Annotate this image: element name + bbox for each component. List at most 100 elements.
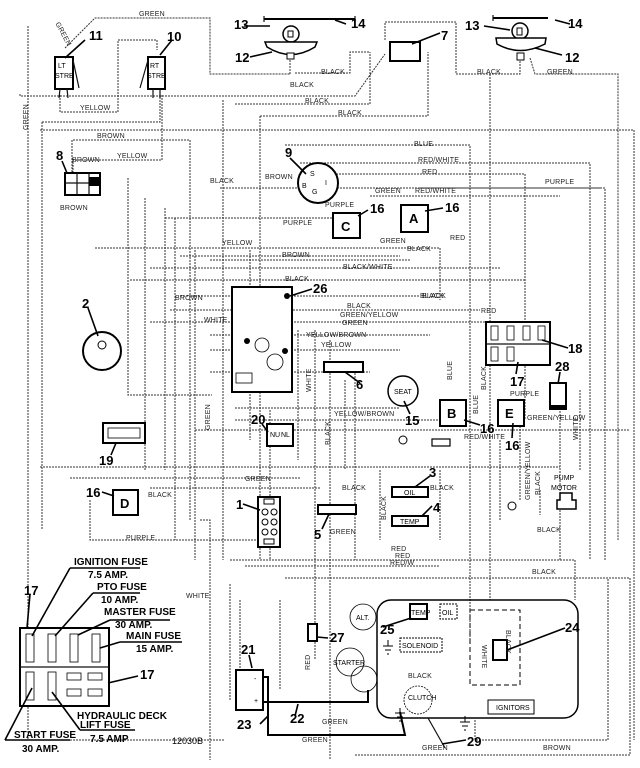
svg-text:17: 17 xyxy=(24,583,38,598)
svg-text:D: D xyxy=(120,496,129,511)
svg-text:BLACK/WHITE: BLACK/WHITE xyxy=(343,264,393,271)
svg-text:BROWN: BROWN xyxy=(72,157,100,164)
svg-text:HYDRAULIC DECK: HYDRAULIC DECK xyxy=(77,711,168,722)
svg-text:RED: RED xyxy=(391,546,406,553)
svg-text:1: 1 xyxy=(236,497,243,512)
pump-motor: PUMP MOTOR xyxy=(551,475,577,510)
ground-symbols xyxy=(383,640,470,731)
svg-text:13: 13 xyxy=(234,17,248,32)
svg-text:G: G xyxy=(312,189,317,196)
svg-text:BLACK: BLACK xyxy=(338,110,362,117)
svg-text:MAIN FUSE: MAIN FUSE xyxy=(126,631,181,642)
svg-text:OIL: OIL xyxy=(442,610,453,617)
svg-text:PUMP: PUMP xyxy=(554,475,575,482)
svg-text:4: 4 xyxy=(433,500,441,515)
svg-text:14: 14 xyxy=(568,16,583,31)
svg-text:YELLOW/BROWN: YELLOW/BROWN xyxy=(306,332,366,339)
svg-text:BLACK: BLACK xyxy=(325,421,332,445)
svg-text:7.5 AMP: 7.5 AMP xyxy=(90,734,129,745)
svg-text:YELLOW: YELLOW xyxy=(80,105,111,112)
svg-text:MOTOR: MOTOR xyxy=(551,485,577,492)
temp-light xyxy=(391,515,429,527)
svg-text:6: 6 xyxy=(356,377,363,392)
ignitors: IGNITORS xyxy=(487,699,535,715)
hour-meter xyxy=(102,422,146,444)
svg-text:STRB: STRB xyxy=(147,73,166,80)
svg-text:3: 3 xyxy=(429,465,436,480)
svg-text:-: - xyxy=(254,676,257,683)
svg-text:PTO FUSE: PTO FUSE xyxy=(97,582,147,593)
battery: - + xyxy=(235,669,264,711)
svg-text:12: 12 xyxy=(235,50,249,65)
svg-text:9: 9 xyxy=(285,145,292,160)
svg-text:GREEN: GREEN xyxy=(205,404,212,430)
wire-harness xyxy=(19,17,635,760)
svg-text:WHITE: WHITE xyxy=(573,416,580,440)
relay-20: NU NL xyxy=(266,423,294,447)
svg-text:ALT.: ALT. xyxy=(356,615,370,622)
svg-text:RED: RED xyxy=(481,308,496,315)
svg-text:BLACK: BLACK xyxy=(342,485,366,492)
svg-text:NU: NU xyxy=(270,432,280,439)
svg-text:SEAT: SEAT xyxy=(394,389,412,396)
svg-text:24: 24 xyxy=(565,620,580,635)
svg-text:S: S xyxy=(310,171,315,178)
svg-text:TEMP: TEMP xyxy=(400,519,420,526)
svg-text:BLACK: BLACK xyxy=(422,293,446,300)
callout-numbers: 11 10 13 12 14 7 13 14 12 8 9 16 16 26 2… xyxy=(24,16,583,749)
svg-text:B: B xyxy=(302,183,307,190)
svg-text:I: I xyxy=(325,180,327,187)
fuse-labels: IGNITION FUSE 7.5 AMP. PTO FUSE 10 AMP. … xyxy=(14,557,181,755)
svg-text:GREEN/YELLOW: GREEN/YELLOW xyxy=(525,441,532,500)
svg-text:PURPLE: PURPLE xyxy=(283,220,312,227)
svg-text:E: E xyxy=(505,406,514,421)
svg-text:PURPLE: PURPLE xyxy=(325,202,354,209)
svg-text:17: 17 xyxy=(510,374,524,389)
svg-text:LIFT FUSE: LIFT FUSE xyxy=(80,720,131,731)
svg-text:21: 21 xyxy=(241,642,255,657)
svg-text:27: 27 xyxy=(330,630,344,645)
svg-text:GREEN: GREEN xyxy=(422,745,448,752)
svg-text:16: 16 xyxy=(480,421,494,436)
svg-text:2: 2 xyxy=(82,296,89,311)
oil-light xyxy=(391,486,429,498)
svg-text:BLACK: BLACK xyxy=(381,496,388,520)
interlock-module xyxy=(231,286,293,393)
svg-text:12: 12 xyxy=(565,50,579,65)
svg-text:GREEN: GREEN xyxy=(342,320,368,327)
svg-text:14: 14 xyxy=(351,16,366,31)
svg-text:GREEN: GREEN xyxy=(23,104,30,130)
svg-text:BROWN: BROWN xyxy=(97,133,125,140)
svg-text:BLUE: BLUE xyxy=(414,141,433,148)
svg-text:+: + xyxy=(254,698,258,705)
svg-text:BLACK: BLACK xyxy=(420,293,444,300)
svg-text:RED/WHITE: RED/WHITE xyxy=(418,157,459,164)
svg-text:BLACK: BLACK xyxy=(285,276,309,283)
svg-text:PURPLE: PURPLE xyxy=(510,391,539,398)
svg-text:RED/WHITE: RED/WHITE xyxy=(415,188,456,195)
inline-fuse xyxy=(431,438,451,447)
svg-text:23: 23 xyxy=(237,717,251,732)
svg-text:GREEN/YELLOW: GREEN/YELLOW xyxy=(527,415,586,422)
svg-text:MASTER FUSE: MASTER FUSE xyxy=(104,607,176,618)
svg-text:15 AMP.: 15 AMP. xyxy=(136,644,173,655)
svg-text:BLACK: BLACK xyxy=(347,303,371,310)
svg-text:WHITE: WHITE xyxy=(204,317,228,324)
relay-c: C xyxy=(332,212,361,239)
svg-text:29: 29 xyxy=(467,734,481,749)
svg-text:TEMP: TEMP xyxy=(411,610,431,617)
starter: STARTER xyxy=(333,647,378,693)
svg-text:8: 8 xyxy=(56,148,63,163)
svg-text:BLACK: BLACK xyxy=(537,527,561,534)
svg-text:BLACK: BLACK xyxy=(535,471,542,495)
svg-text:BLACK: BLACK xyxy=(321,69,345,76)
svg-text:GREEN: GREEN xyxy=(380,238,406,245)
svg-text:25: 25 xyxy=(380,622,394,637)
svg-text:7.5 AMP.: 7.5 AMP. xyxy=(88,570,128,581)
svg-text:BLACK: BLACK xyxy=(290,82,314,89)
clutch: CLUTCH xyxy=(403,685,436,715)
svg-text:BLACK: BLACK xyxy=(477,69,501,76)
svg-text:BLACK: BLACK xyxy=(430,485,454,492)
svg-text:WHITE: WHITE xyxy=(306,368,313,392)
light-switch xyxy=(389,41,421,62)
